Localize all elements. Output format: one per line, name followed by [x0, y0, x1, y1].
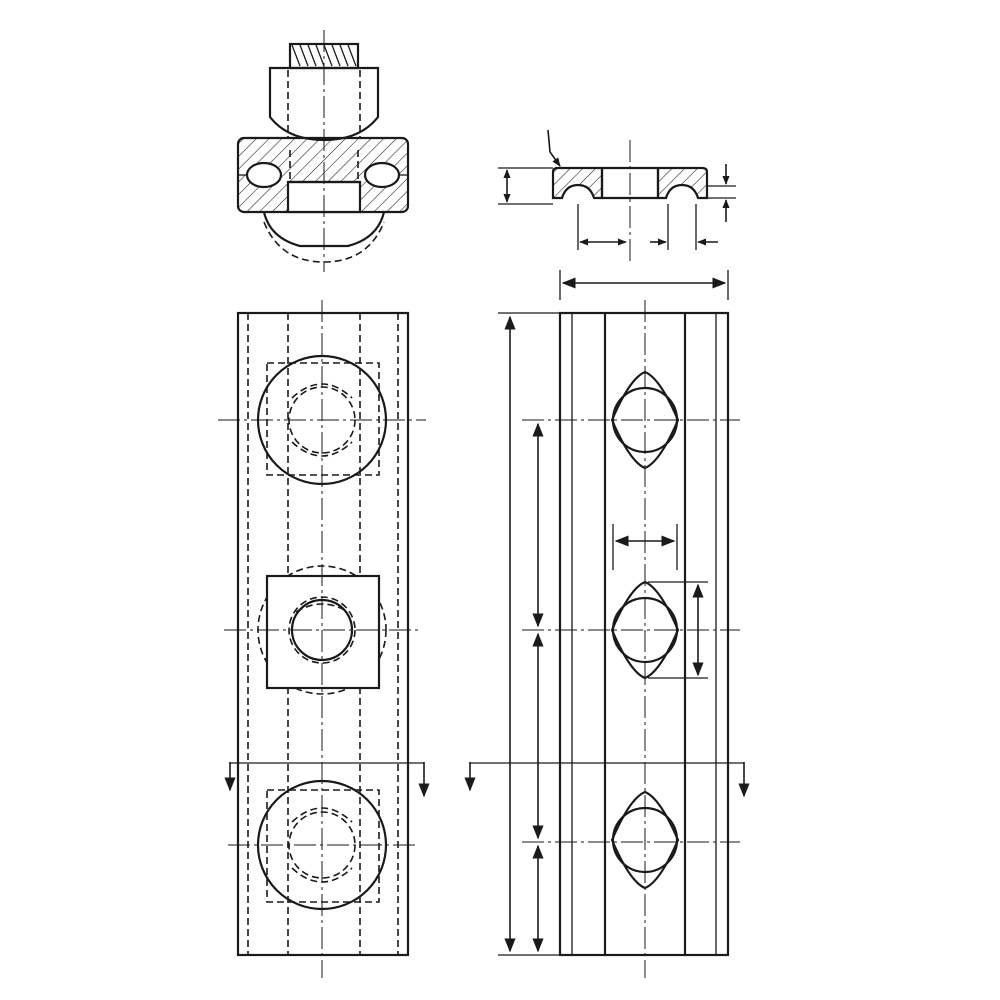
dim-hole-width: [612, 524, 678, 570]
bottom-right-strip-view: [464, 300, 750, 978]
fitting-middle: [257, 565, 387, 695]
dim-groove-spacing: [577, 204, 718, 250]
strip-outline-left: [236, 311, 410, 957]
bottom-left-plan-view: [218, 300, 430, 978]
leader-arrow: [547, 129, 561, 167]
washer-half-right: [656, 166, 709, 200]
dim-hole-height: [648, 581, 708, 679]
dim-overall-width: [559, 270, 729, 300]
dim-overall-length: [498, 312, 560, 956]
dim-thickness-left: [498, 167, 553, 205]
strip-outline-right: [558, 311, 730, 957]
top-right-washer-section: [498, 129, 736, 300]
washer-half-left: [551, 166, 604, 200]
top-left-section-view: [236, 30, 410, 272]
dim-thickness-right: [707, 164, 736, 222]
clamp-block-section: [236, 136, 410, 214]
slot-hole-left: [245, 161, 283, 189]
slot-hole-right: [363, 161, 401, 189]
section-cut-marker-right: [464, 762, 750, 798]
section-cut-marker-left: [224, 762, 430, 798]
